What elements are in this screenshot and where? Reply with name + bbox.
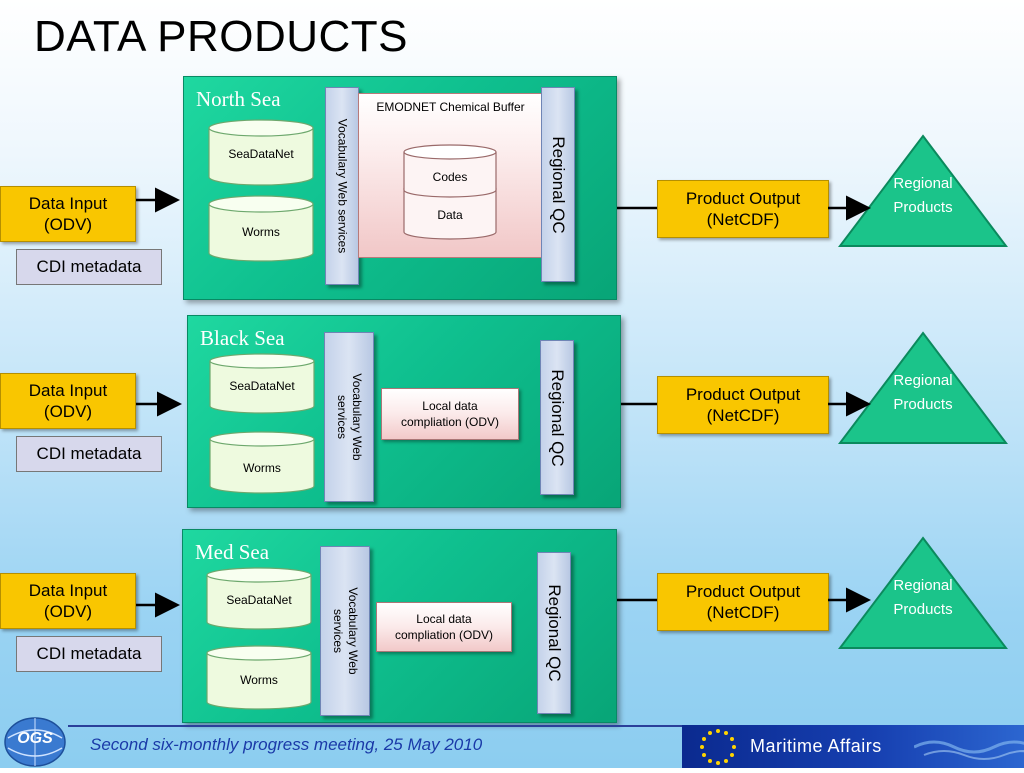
database-label: Data [437, 208, 463, 222]
vocabulary-web-services: Vocabulary Web services [320, 546, 370, 716]
product-output-label: Product Output [685, 582, 801, 601]
product-output-box: Product Output (NetCDF) [657, 180, 829, 238]
ogs-logo: OGS [2, 712, 68, 768]
eu-stars-icon [700, 729, 736, 765]
vocabulary-line-2: services [331, 608, 345, 654]
worms-database: Worms [209, 431, 315, 495]
regional-products-label: Regional Products [893, 577, 953, 618]
seadatanet-database: SeaDataNet [206, 567, 312, 631]
product-output-format: (NetCDF) [706, 603, 780, 622]
emodnet-chemical-buffer: EMODNET Chemical Buffer Data Codes [358, 93, 543, 258]
regional-products-label: Regional Products [893, 372, 953, 413]
regional-products-triangle: Regional Products [837, 134, 1009, 248]
database-label: SeaDataNet [229, 379, 295, 393]
database-label: Codes [432, 170, 468, 184]
vocabulary-web-services-label: Vocabulary Web services [330, 587, 360, 674]
local-data-line-2: compliation (ODV) [394, 628, 494, 642]
cdi-metadata-box: CDI metadata [16, 636, 162, 672]
regional-qc: Regional QC [541, 87, 575, 282]
ogs-logo-text: OGS [17, 730, 53, 747]
regional-products-triangle: Regional Products [837, 536, 1009, 650]
cdi-metadata-box: CDI metadata [16, 436, 162, 472]
regional-qc-label: Regional QC [545, 584, 564, 682]
maritime-affairs-banner: Maritime Affairs [682, 725, 1024, 768]
regional-qc: Regional QC [540, 340, 574, 495]
data-input-format: (ODV) [43, 215, 93, 234]
cdi-metadata-box: CDI metadata [16, 249, 162, 285]
wave-decoration [914, 740, 1024, 760]
database-label: Worms [240, 673, 278, 687]
database-label: Worms [242, 225, 280, 239]
black-sea-panel: Black Sea SeaDataNet Worms Vocabulary We… [187, 315, 621, 508]
database-label: SeaDataNet [226, 593, 292, 607]
vocabulary-web-services: Vocabulary Web services [324, 332, 374, 502]
footer-divider [68, 725, 684, 727]
page-title: DATA PRODUCTS [34, 12, 409, 61]
seadatanet-database: SeaDataNet [208, 119, 314, 187]
local-data-line-1: Local data [422, 399, 478, 413]
vocabulary-web-services-label: Vocabulary Web services [335, 118, 350, 254]
regional-products-label: Regional Products [893, 175, 953, 216]
product-output-label: Product Output [685, 189, 801, 208]
data-input-label: Data Input [28, 581, 108, 600]
footer-meeting-text: Second six-monthly progress meeting, 25 … [90, 735, 483, 754]
data-input-box: Data Input (ODV) [0, 573, 136, 629]
data-input-box: Data Input (ODV) [0, 186, 136, 242]
data-input-box: Data Input (ODV) [0, 373, 136, 429]
buffer-title: EMODNET Chemical Buffer [376, 100, 525, 114]
product-output-box: Product Output (NetCDF) [657, 376, 829, 434]
database-label: SeaDataNet [228, 147, 294, 161]
regional-qc-label: Regional QC [548, 368, 567, 467]
vocabulary-line-1: Vocabulary Web [350, 373, 364, 461]
regional-qc: Regional QC [537, 552, 571, 714]
region-label-black-sea: Black Sea [200, 326, 285, 350]
worms-database: Worms [206, 645, 312, 711]
maritime-affairs-label: Maritime Affairs [750, 736, 882, 756]
data-input-format: (ODV) [43, 602, 93, 621]
vocabulary-web-services: Vocabulary Web services [325, 87, 359, 285]
local-data-line-2: compliation (ODV) [400, 415, 500, 429]
local-data-line-1: Local data [416, 612, 472, 626]
product-output-format: (NetCDF) [706, 406, 780, 425]
vocabulary-web-services-label: Vocabulary Web services [334, 373, 364, 460]
worms-database: Worms [208, 195, 314, 263]
regional-qc-label: Regional QC [549, 135, 568, 234]
med-sea-panel: Med Sea SeaDataNet Worms Vocabulary Web … [182, 529, 617, 723]
data-input-label: Data Input [28, 194, 108, 213]
product-output-format: (NetCDF) [706, 210, 780, 229]
product-output-label: Product Output [685, 385, 801, 404]
database-label: Worms [243, 461, 281, 475]
vocabulary-line-2: services [335, 394, 349, 440]
vocabulary-line-1: Vocabulary Web [346, 587, 360, 675]
seadatanet-database: SeaDataNet [209, 353, 315, 415]
north-sea-panel: North Sea SeaDataNet Worms Vocabulary We… [183, 76, 617, 300]
product-output-box: Product Output (NetCDF) [657, 573, 829, 631]
local-data-compilation-box: Local data compliation (ODV) [381, 388, 519, 440]
region-label-north-sea: North Sea [196, 87, 281, 111]
region-label-med-sea: Med Sea [195, 540, 270, 564]
local-data-compilation-box: Local data compliation (ODV) [376, 602, 512, 652]
data-input-format: (ODV) [43, 402, 93, 421]
codes-database: Codes [403, 144, 497, 198]
data-input-label: Data Input [28, 381, 108, 400]
regional-products-triangle: Regional Products [837, 331, 1009, 445]
